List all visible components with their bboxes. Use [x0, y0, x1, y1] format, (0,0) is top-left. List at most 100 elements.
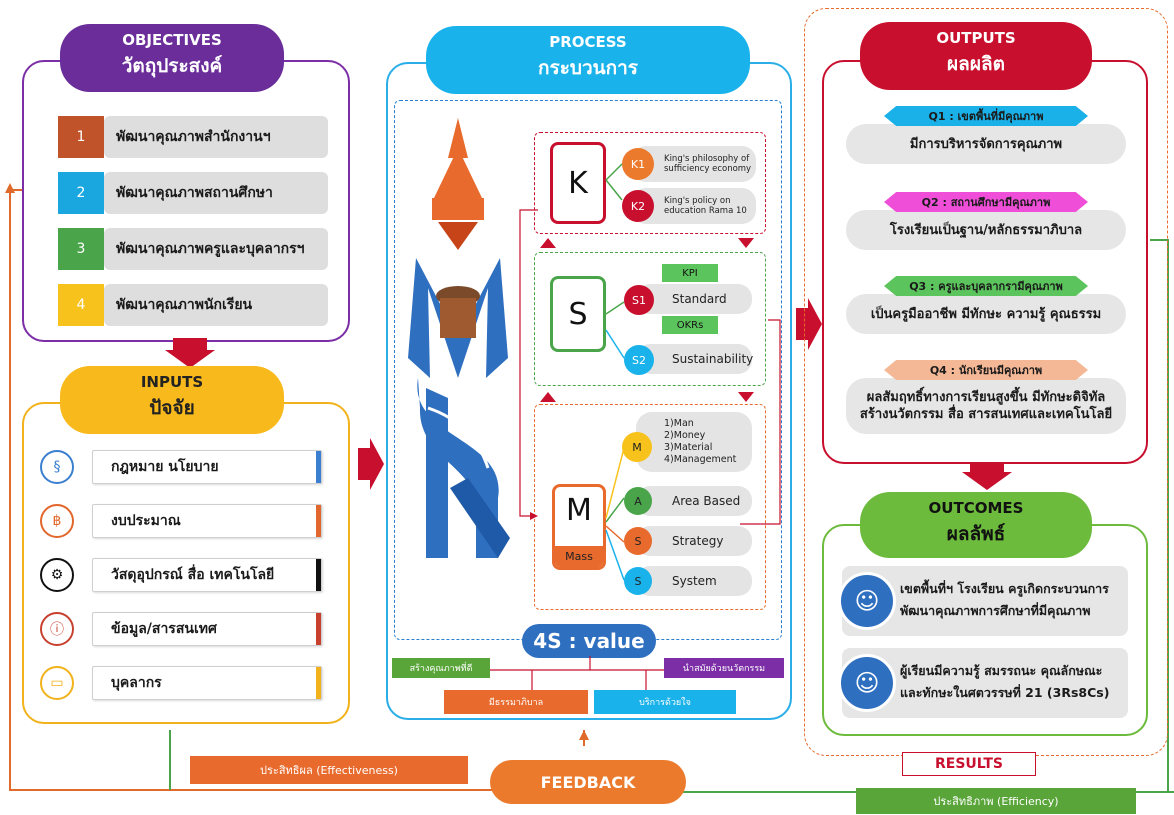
value-service: บริการด้วยใจ	[594, 690, 736, 714]
objective-item: พัฒนาคุณภาพสถานศึกษา	[104, 172, 328, 214]
efficiency-label: ประสิทธิภาพ (Efficiency)	[856, 788, 1136, 814]
s-letter-box: S	[550, 276, 606, 352]
s2-bar: Sustainability	[636, 344, 754, 374]
output-tab: Q3 : ครูและบุคลากรามีคุณภาพ	[884, 276, 1088, 296]
personnel-book-icon: ▭	[40, 666, 74, 700]
output-body: โรงเรียนเป็นฐาน/หลักธรรมาภิบาล	[846, 210, 1126, 250]
outcomes-title-th: ผลลัพธ์	[946, 523, 1006, 545]
m-circle: M	[622, 432, 652, 462]
m-item-circle: S	[624, 527, 652, 555]
objective-item: พัฒนาคุณภาพสำนักงานฯ	[104, 116, 328, 158]
s2-label: Sustainability	[672, 352, 754, 366]
s1-bar: Standard	[636, 284, 752, 314]
budget-icon: ฿	[40, 504, 74, 538]
teacher-icon: ☺	[838, 572, 896, 630]
objectives-header: OBJECTIVES วัตถุประสงค์	[60, 24, 284, 92]
input-item: กฎหมาย นโยบาย	[92, 450, 322, 484]
m-item-label: Strategy	[672, 534, 724, 548]
output-body: ผลสัมฤทธิ์ทางการเรียนสูงขึ้น มีทักษะดิจิ…	[846, 378, 1126, 434]
law-document-icon: §	[40, 450, 74, 484]
objective-number: 3	[58, 228, 104, 270]
output-body: มีการบริหารจัดการคุณภาพ	[846, 124, 1126, 164]
input-item: วัสดุอุปกรณ์ สื่อ เทคโนโลยี	[92, 558, 322, 592]
s2-circle: S2	[624, 345, 654, 375]
m-item-bar: Area Based	[636, 486, 752, 516]
objective-number: 1	[58, 116, 104, 158]
s-to-k-arrow	[540, 238, 556, 248]
m-resource-line: 2)Money	[664, 430, 706, 441]
k-letter-box: K	[550, 142, 606, 224]
input-accent	[316, 667, 321, 699]
inputs-to-process-arrow	[358, 438, 384, 490]
input-item: งบประมาณ	[92, 504, 322, 538]
output-body: เป็นครูมืออาชีพ มีทักษะ ความรู้ คุณธรรม	[846, 294, 1126, 334]
s-section-frame	[534, 252, 766, 386]
k2-circle: K2	[622, 190, 654, 222]
output-tab: Q2 : สถานศึกษามีคุณภาพ	[884, 192, 1088, 212]
input-row: ▭ บุคลากร	[40, 664, 322, 702]
feedback-button: FEEDBACK	[490, 760, 686, 804]
outcomes-header: OUTCOMES ผลลัพธ์	[860, 492, 1092, 558]
s-to-m-arrow	[738, 392, 754, 402]
input-label: ข้อมูล/สารสนเทศ	[111, 621, 217, 637]
objectives-to-inputs-arrow	[165, 338, 215, 368]
outputs-header: OUTPUTS ผลผลิต	[860, 22, 1092, 90]
process-title-th: กระบวนการ	[537, 57, 638, 79]
input-label: งบประมาณ	[111, 513, 181, 529]
objective-item: พัฒนาคุณภาพนักเรียน	[104, 284, 328, 326]
input-label: บุคลากร	[111, 675, 162, 691]
input-accent	[316, 613, 321, 645]
inputs-title-th: ปัจจัย	[149, 397, 195, 419]
m-item-circle: S	[624, 567, 652, 595]
objectives-title-th: วัตถุประสงค์	[121, 55, 223, 77]
process-to-outputs-arrow	[796, 298, 822, 350]
value-title: 4S : value	[522, 624, 656, 658]
output-tab: Q4 : นักเรียนมีคุณภาพ	[884, 360, 1088, 380]
objective-item: พัฒนาคุณภาพครูและบุคลากรฯ	[104, 228, 328, 270]
s1-circle: S1	[624, 285, 654, 315]
mass-label: Mass	[555, 546, 603, 567]
inputs-header: INPUTS ปัจจัย	[60, 366, 284, 434]
inputs-title-en: INPUTS	[140, 373, 204, 391]
kpi-tag: KPI	[662, 264, 718, 282]
outcomes-title-en: OUTCOMES	[928, 499, 1024, 517]
input-row: § กฎหมาย นโยบาย	[40, 448, 322, 486]
input-item: ข้อมูล/สารสนเทศ	[92, 612, 322, 646]
objectives-title-en: OBJECTIVES	[122, 31, 222, 49]
m-item-label: System	[672, 574, 717, 588]
value-quality: สร้างคุณภาพที่ดี	[392, 658, 490, 678]
input-row: ⚙วัสดุอุปกรณ์ สื่อ เทคโนโลยี	[40, 556, 322, 594]
k1-circle: K1	[622, 148, 654, 180]
outcome-text: ผู้เรียนมีความรู้ สมรรถนะ คุณลักษณะ และท…	[900, 663, 1110, 700]
results-label: RESULTS	[902, 752, 1036, 776]
information-icon: ⓘ	[40, 612, 74, 646]
m-to-s-arrow	[540, 392, 556, 402]
input-accent	[316, 559, 321, 591]
process-header: PROCESS กระบวนการ	[426, 26, 750, 94]
input-label: กฎหมาย นโยบาย	[111, 459, 219, 475]
input-accent	[316, 451, 321, 483]
objective-number: 4	[58, 284, 104, 326]
m-item-bar: System	[636, 566, 752, 596]
m-section-frame	[534, 404, 766, 610]
outputs-title-th: ผลผลิต	[947, 53, 1005, 75]
okrs-tag: OKRs	[662, 316, 718, 334]
input-row: ⓘ ข้อมูล/สารสนเทศ	[40, 610, 322, 648]
outcome-text: เขตพื้นที่ฯ โรงเรียน ครูเกิดกระบวนการ พั…	[900, 581, 1109, 618]
input-row: ฿ งบประมาณ	[40, 502, 322, 540]
m-item-label: Area Based	[672, 494, 741, 508]
s1-label: Standard	[672, 292, 727, 306]
input-item: บุคลากร	[92, 666, 322, 700]
k-connectors	[605, 163, 623, 201]
k1-label: King's philosophy of sufficiency economy	[664, 154, 752, 174]
m-letter: M	[566, 493, 592, 528]
k2-label: King's policy on education Rama 10	[664, 196, 747, 216]
output-tab: Q1 : เขตพื้นที่มีคุณภาพ	[884, 106, 1088, 126]
m-resource-line: 3)Material	[664, 442, 713, 453]
m-item-bar: Strategy	[636, 526, 752, 556]
effectiveness-label: ประสิทธิผล (Effectiveness)	[190, 756, 468, 784]
outputs-title-en: OUTPUTS	[936, 29, 1016, 47]
value-innovation: นำสมัยด้วยนวัตกรรม	[664, 658, 784, 678]
input-accent	[316, 505, 321, 537]
